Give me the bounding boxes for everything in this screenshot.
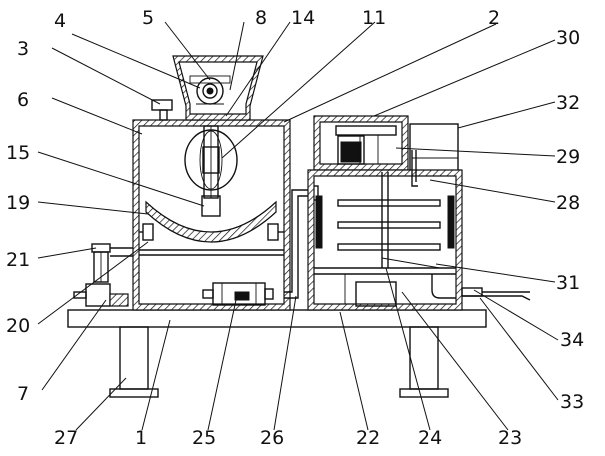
stirrer — [337, 172, 441, 269]
label-31: 31 — [556, 272, 580, 294]
label-24: 24 — [418, 427, 442, 449]
label-14: 14 — [291, 7, 315, 29]
label-1: 1 — [135, 427, 147, 449]
rotor-disc — [184, 129, 238, 191]
label-28: 28 — [556, 192, 580, 214]
label-34: 34 — [560, 329, 584, 351]
label-26: 26 — [260, 427, 284, 449]
bottom-motor — [202, 282, 274, 306]
label-27: 27 — [54, 427, 78, 449]
label-2: 2 — [488, 7, 500, 29]
label-7: 7 — [17, 383, 29, 405]
outlet-valve — [461, 287, 531, 301]
label-21: 21 — [6, 249, 30, 271]
base-platform — [67, 309, 487, 328]
left-leg — [109, 326, 159, 398]
label-29: 29 — [556, 146, 580, 168]
label-5: 5 — [142, 7, 154, 29]
filter-box — [344, 274, 456, 307]
label-20: 20 — [6, 315, 30, 337]
label-22: 22 — [356, 427, 380, 449]
label-8: 8 — [255, 7, 267, 29]
right-chamber — [307, 169, 463, 311]
curved-screen — [145, 200, 277, 243]
external-pipe — [73, 243, 133, 307]
label-30: 30 — [556, 27, 580, 49]
label-19: 19 — [6, 192, 30, 214]
screen-supports — [139, 223, 284, 256]
hopper-pulley — [189, 75, 231, 105]
return-pipe — [411, 150, 418, 187]
label-32: 32 — [556, 92, 580, 114]
label-25: 25 — [192, 427, 216, 449]
side-tank — [409, 123, 459, 173]
crusher-shaft — [201, 125, 221, 217]
leader-lines — [37, 21, 559, 431]
feed-hopper — [172, 55, 264, 121]
right-leg — [399, 326, 449, 398]
label-11: 11 — [362, 7, 386, 29]
label-6: 6 — [17, 89, 29, 111]
label-15: 15 — [6, 142, 30, 164]
side-bracket — [151, 99, 173, 121]
top-right-box — [313, 115, 409, 171]
label-23: 23 — [498, 427, 522, 449]
label-3: 3 — [17, 38, 29, 60]
label-33: 33 — [560, 391, 584, 413]
label-4: 4 — [54, 10, 66, 32]
